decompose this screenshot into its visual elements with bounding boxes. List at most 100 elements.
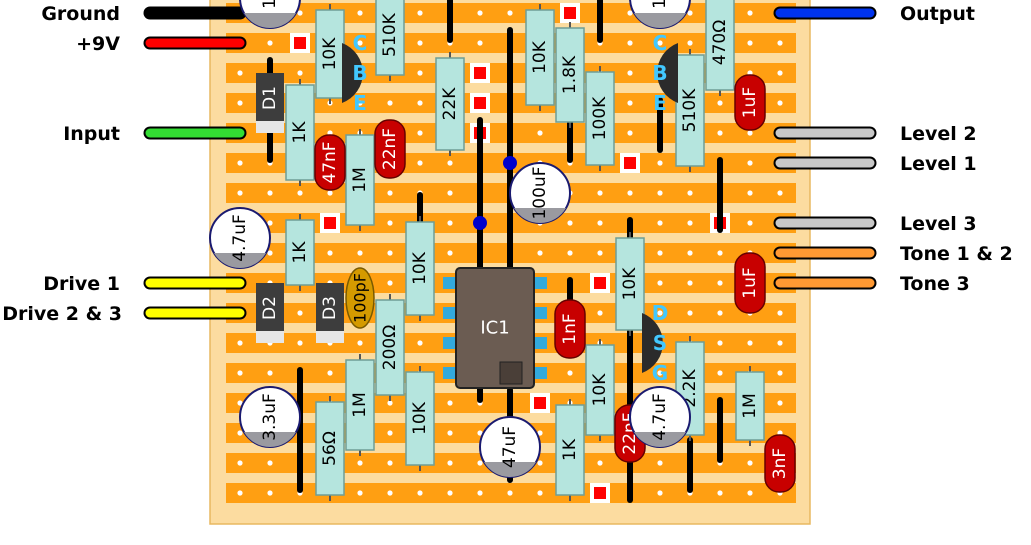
diode-band [316, 331, 344, 343]
strip-hole [237, 100, 243, 106]
label-output: Output [900, 3, 975, 25]
strip-hole [657, 220, 663, 226]
electrolytic-stripe [514, 208, 566, 224]
resistor-value: 1K [290, 121, 310, 144]
strip-hole [267, 370, 273, 376]
diode-label: D3 [320, 296, 340, 320]
strip-hole [357, 340, 363, 346]
label-drive-1: Drive 1 [43, 273, 120, 295]
strip-hole [687, 10, 693, 16]
strip-hole [627, 130, 633, 136]
strip-hole [357, 10, 363, 16]
strip-hole [237, 370, 243, 376]
resistor-body [375, 0, 405, 76]
capacitor-c-3nf: 3nF [764, 434, 796, 493]
resistor-r-10k-b: 10K [525, 4, 555, 111]
strip-hole [387, 460, 393, 466]
capacitor-body [374, 119, 406, 179]
strip-hole [657, 460, 663, 466]
strip-hole [267, 40, 273, 46]
strip-hole [297, 190, 303, 196]
strip-hole [237, 340, 243, 346]
diode-d2: D2 [256, 283, 284, 343]
strip-hole [597, 190, 603, 196]
label-vcc: +9V [76, 33, 120, 55]
resistor-value: 1M [350, 167, 370, 192]
transistor-pin-G: G [652, 361, 668, 385]
ic-pin [443, 337, 457, 349]
strip-hole [657, 250, 663, 256]
resistor-body [375, 299, 405, 396]
ic-pin [533, 307, 547, 319]
strip-hole [387, 280, 393, 286]
strip-hole [627, 190, 633, 196]
electrolytic-stripe [244, 13, 296, 29]
electrolytic-e-3u3: 3.3uF [239, 386, 301, 448]
strip-hole [717, 280, 723, 286]
strip-hole [747, 160, 753, 166]
label-level-3: Level 3 [900, 213, 977, 235]
strip-hole [477, 40, 483, 46]
resistor-value: 200Ω [380, 325, 400, 370]
strip-hole [237, 430, 243, 436]
strip-hole [537, 130, 543, 136]
strip-hole [567, 220, 573, 226]
diode-label: D2 [260, 296, 280, 320]
strip-hole [387, 190, 393, 196]
junction-dot [473, 216, 487, 230]
strip-hole [687, 190, 693, 196]
strip-hole [357, 250, 363, 256]
resistor-r-56: 56Ω [315, 396, 345, 501]
strip-hole [627, 100, 633, 106]
resistor-value: 10K [530, 40, 550, 74]
strip-hole [747, 340, 753, 346]
strip-hole [447, 220, 453, 226]
resistor-value: 10K [410, 401, 430, 435]
strip-hole [447, 160, 453, 166]
transistor-pin-D: D [652, 301, 669, 325]
strip-hole [717, 130, 723, 136]
resistor-r-10k-d: 10K [405, 366, 435, 471]
strip-hole [657, 280, 663, 286]
resistor-r-1k-c: 1K [555, 399, 585, 501]
resistor-value: 1K [290, 241, 310, 264]
strip-hole [237, 490, 243, 496]
strip-hole [717, 250, 723, 256]
transistor-body [342, 43, 363, 103]
strip-hole [627, 70, 633, 76]
diode-band [256, 121, 284, 133]
electrolytic-stripe [244, 432, 296, 448]
strip-hole [657, 190, 663, 196]
strip-hole [297, 310, 303, 316]
strip-hole [777, 190, 783, 196]
strip-hole [747, 130, 753, 136]
ic1-label: IC1 [480, 318, 509, 339]
strip-hole [687, 250, 693, 256]
resistor-r-510k-a: 510K [375, 0, 405, 81]
ic-pin [443, 307, 457, 319]
electrolytic-value: 47uF [500, 426, 520, 468]
resistor-r-1k-a: 1K [285, 79, 315, 186]
capacitor-value: 3nF [770, 448, 790, 479]
strip-hole [717, 310, 723, 316]
strip-hole [357, 100, 363, 106]
strip-hole [687, 220, 693, 226]
strip-hole [417, 490, 423, 496]
strip-hole [237, 70, 243, 76]
capacitor-c-1nf: 1nF [554, 299, 586, 359]
ic-body [455, 267, 535, 389]
label-drive-2-3: Drive 2 & 3 [2, 303, 122, 325]
strip-hole [717, 340, 723, 346]
strip-hole [567, 250, 573, 256]
ic-pin [533, 277, 547, 289]
strip-hole [717, 370, 723, 376]
diode-label: D1 [260, 86, 280, 110]
resistor-value: 1M [740, 393, 760, 418]
capacitor-body [764, 434, 796, 493]
electrolytic-value: 100uF [530, 166, 550, 219]
resistor-body [735, 371, 765, 441]
electrolytic-e-10-b: 10 [629, 0, 691, 29]
resistor-body [555, 404, 585, 496]
strip-hole [717, 490, 723, 496]
